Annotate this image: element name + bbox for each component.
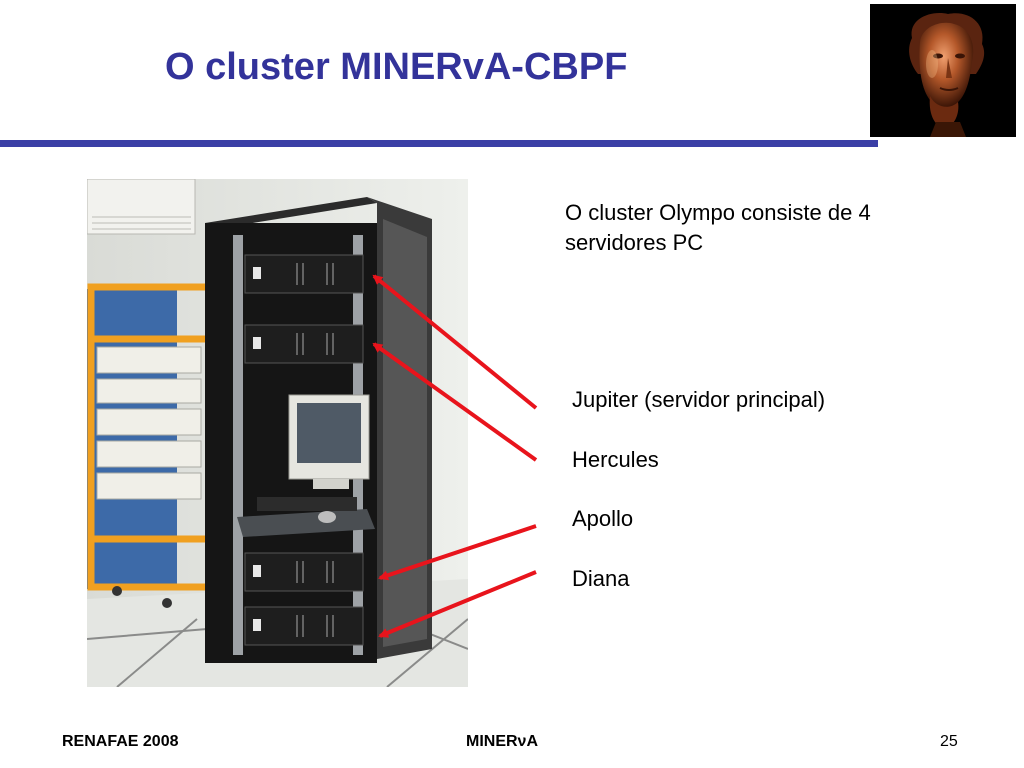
server-name-hercules: Hercules [572,446,659,472]
logo-image [870,4,1016,137]
bronze-head-icon [870,4,1016,137]
server-list: Jupiter (servidor principal) Hercules Ap… [572,385,825,623]
server-rack-illustration [87,179,468,687]
server-name-diana: Diana [572,565,630,591]
slide-title: O cluster MINERvA-CBPF [165,46,628,88]
intro-text: O cluster Olympo consiste de 4 servidore… [565,200,871,255]
footer-conference: RENAFAE 2008 [62,733,179,750]
server-name-jupiter: Jupiter (servidor principal) [572,387,826,412]
page-number: 25 [940,733,958,750]
server-rack-photo [87,179,468,687]
title-divider [0,140,878,147]
footer-project: MINERνA [466,733,539,750]
server-name-apollo: Apollo [572,506,634,531]
